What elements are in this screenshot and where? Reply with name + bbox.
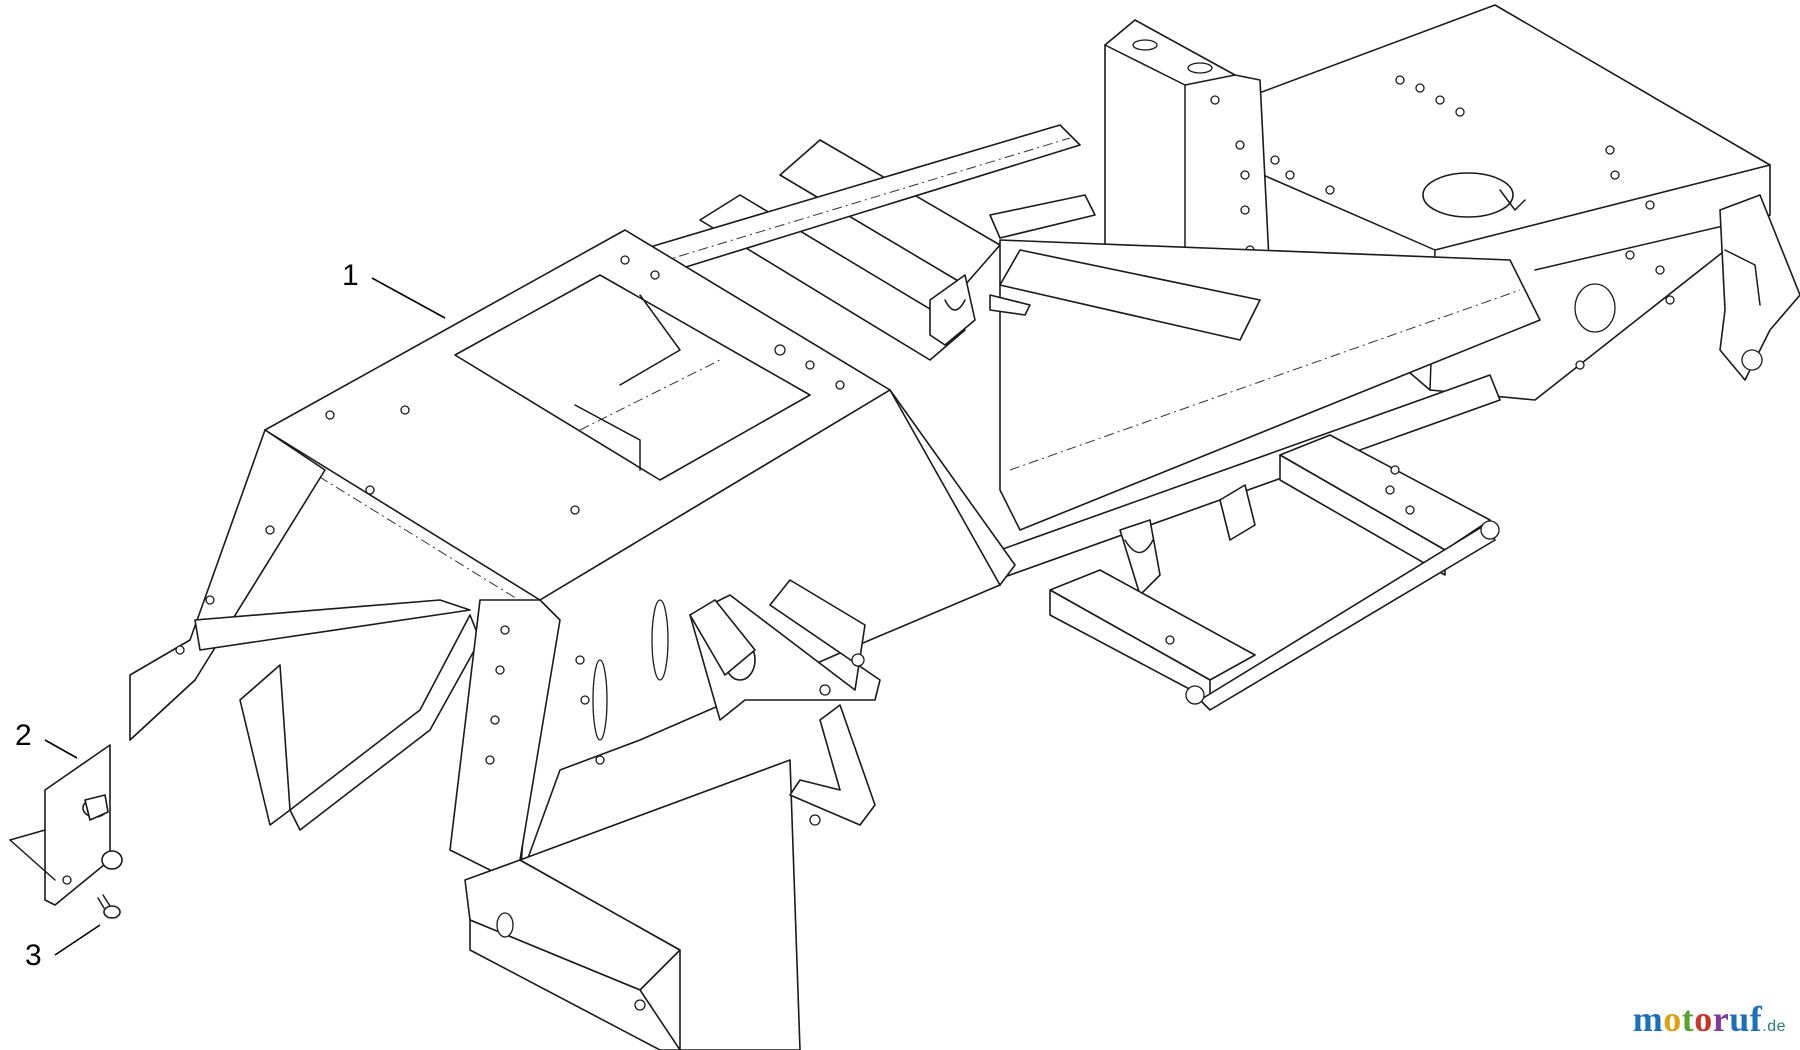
callout-label-3: 3 [25, 939, 42, 972]
u-bracket-lower [1119, 519, 1161, 596]
callout-2: 2 [15, 719, 78, 759]
callout-label-2: 2 [15, 719, 32, 752]
u-bracket-upper [929, 274, 1031, 346]
main-frame-body [129, 229, 1016, 1050]
watermark-text: motoruf [1632, 999, 1763, 1039]
rear-hitch-bracket [1719, 194, 1800, 381]
footrest-assembly [1049, 434, 1500, 711]
callout-1: 1 [342, 259, 446, 319]
watermark-suffix: .de [1762, 1018, 1786, 1035]
bracket-plate [9, 744, 123, 906]
screw [97, 894, 121, 919]
main-frame-rails [639, 124, 1541, 626]
callout-3: 3 [25, 924, 101, 972]
callout-label-1: 1 [342, 259, 359, 292]
pivot-tube-bracket [689, 579, 881, 721]
watermark-logo: motoruf.de [1633, 998, 1786, 1040]
